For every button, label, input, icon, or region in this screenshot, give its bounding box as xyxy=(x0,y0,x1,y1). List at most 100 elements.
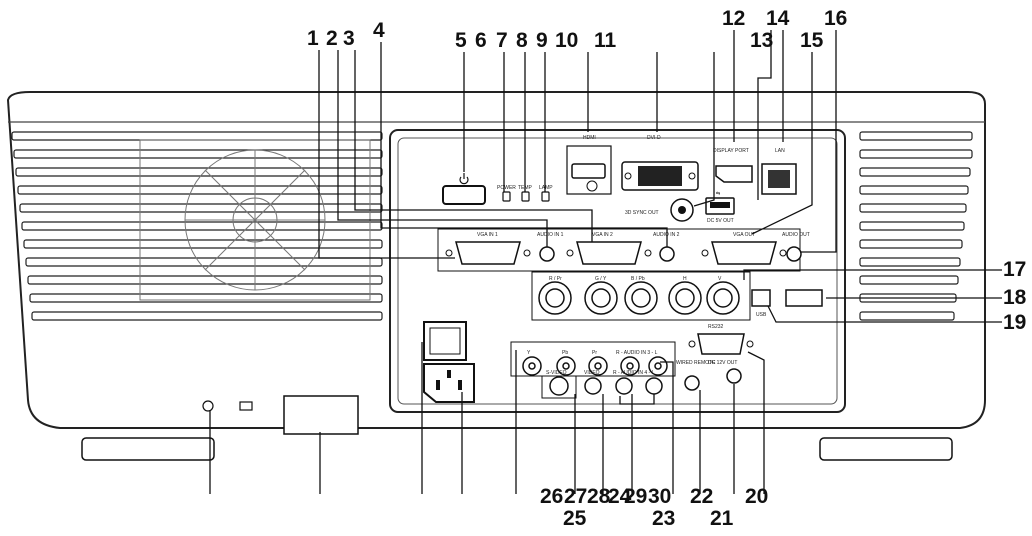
callout-15: 15 xyxy=(800,29,824,52)
callout-13: 13 xyxy=(750,29,774,52)
callout-1: 1 xyxy=(307,27,319,50)
vga-in-2-label: VGA IN 2 xyxy=(592,232,613,238)
bnc-r-pr-label: R / Pr xyxy=(549,276,562,282)
connector-panel-inner xyxy=(397,137,838,405)
callout-10: 10 xyxy=(555,29,579,52)
ac-socket-pins xyxy=(436,370,462,390)
displayport-port xyxy=(715,165,753,183)
dvi-port xyxy=(621,161,699,191)
audio-in-4-label: R - AUDIO IN 4 - L xyxy=(613,370,655,376)
callout-30: 30 xyxy=(648,485,672,508)
callout-25: 25 xyxy=(563,507,587,530)
callout-21: 21 xyxy=(710,507,734,530)
kensington-lock-icon xyxy=(202,400,253,412)
callout-11: 11 xyxy=(594,29,617,52)
wired-remote-jack xyxy=(684,375,700,391)
video-jack xyxy=(584,377,602,395)
vga-in-2-port xyxy=(566,241,652,265)
callout-6: 6 xyxy=(475,29,487,52)
wired-remote-label: WIRED REMOTE xyxy=(676,360,716,366)
usb-icon: ⇆ xyxy=(716,191,720,197)
vga-out-port xyxy=(701,241,787,265)
power-icon xyxy=(459,173,469,185)
bnc-v-label: V xyxy=(718,276,722,282)
hdmi-label: HDMI xyxy=(583,135,596,141)
audio-out-label: AUDIO OUT xyxy=(782,232,810,238)
callout-27: 27 xyxy=(564,485,588,508)
usb-service-port xyxy=(751,289,771,307)
audio-out-jack xyxy=(786,246,802,262)
hdmi-screw xyxy=(586,180,598,192)
vga-out-label: VGA OUT xyxy=(733,232,755,238)
bnc-b-pb-label: B / Pb xyxy=(631,276,645,282)
audio-in-1-label: AUDIO IN 1 xyxy=(537,232,564,238)
audio-in-2-label: AUDIO IN 2 xyxy=(653,232,680,238)
callout-7: 7 xyxy=(496,29,508,52)
callout-22: 22 xyxy=(690,485,714,508)
callout-26: 26 xyxy=(540,485,564,508)
callout-18: 18 xyxy=(1003,286,1027,309)
callout-20: 20 xyxy=(745,485,769,508)
callout-28: 28 xyxy=(587,485,611,508)
left-vent-grille xyxy=(11,131,383,321)
component-group-frame xyxy=(510,341,676,377)
dvi-label: DVI-D xyxy=(647,135,661,141)
video-label: VIDEO xyxy=(584,370,600,376)
bnc-connectors xyxy=(538,281,740,315)
comp-pb-label: Pb xyxy=(562,350,568,356)
3d-sync-out-label: 3D SYNC OUT xyxy=(625,210,659,216)
lan-label: LAN xyxy=(775,148,785,154)
audio-in-4-right-jack xyxy=(615,377,633,395)
dc-5v-label: DC 5V OUT xyxy=(707,218,734,224)
callout-23: 23 xyxy=(652,507,676,530)
callout-24: 24 xyxy=(608,485,632,508)
adjustable-feet xyxy=(81,437,953,461)
callout-5: 5 xyxy=(455,29,467,52)
callout-16: 16 xyxy=(824,7,848,30)
comp-y-label: Y xyxy=(527,350,531,356)
audio-in-4-left-jack xyxy=(645,377,663,395)
rs232-port xyxy=(688,333,754,355)
dc-12v-label: DC 12V OUT xyxy=(708,360,737,366)
right-vent-grille xyxy=(859,131,973,321)
displayport-label: DISPLAY PORT xyxy=(713,148,749,154)
callout-14: 14 xyxy=(766,7,790,30)
vga-in-1-label: VGA IN 1 xyxy=(477,232,498,238)
3d-sync-out-pin xyxy=(678,206,686,214)
svideo-port xyxy=(549,376,569,396)
status-leds xyxy=(502,191,550,202)
power-button xyxy=(442,185,486,205)
audio-in-1-jack xyxy=(539,246,555,262)
ir-receiver xyxy=(785,289,823,307)
comp-pr-label: Pr xyxy=(592,350,597,356)
callout-2: 2 xyxy=(326,27,338,50)
lamp-led-label: LAMP xyxy=(539,185,553,191)
svideo-label: S-VIDEO xyxy=(546,370,567,376)
hdmi-port xyxy=(571,163,606,179)
callout-17: 17 xyxy=(1003,258,1027,281)
callout-leader-lines xyxy=(209,30,1002,494)
callout-4: 4 xyxy=(373,19,385,42)
bnc-g-y-label: G / Y xyxy=(595,276,607,282)
ac-power-socket xyxy=(423,363,475,403)
audio-in-2-jack xyxy=(659,246,675,262)
bnc-h-label: H xyxy=(683,276,687,282)
callout-12: 12 xyxy=(722,7,746,30)
callout-29: 29 xyxy=(624,485,648,508)
usb-service-label: USB xyxy=(756,312,767,318)
dc-12v-jack xyxy=(726,368,742,384)
security-bar xyxy=(283,395,359,435)
bnc-group-frame xyxy=(531,271,751,321)
callout-19: 19 xyxy=(1003,311,1027,334)
callout-8: 8 xyxy=(516,29,528,52)
rs232-label: RS232 xyxy=(708,324,724,330)
dc-5v-usb-tongue xyxy=(710,202,730,208)
callout-9: 9 xyxy=(536,29,548,52)
component-rca-jacks xyxy=(522,356,668,376)
audio-in-3-label: R - AUDIO IN 3 - L xyxy=(616,350,658,356)
callout-3: 3 xyxy=(343,27,355,50)
vga-in-1-port xyxy=(445,241,531,265)
lan-port-jack xyxy=(768,170,790,188)
